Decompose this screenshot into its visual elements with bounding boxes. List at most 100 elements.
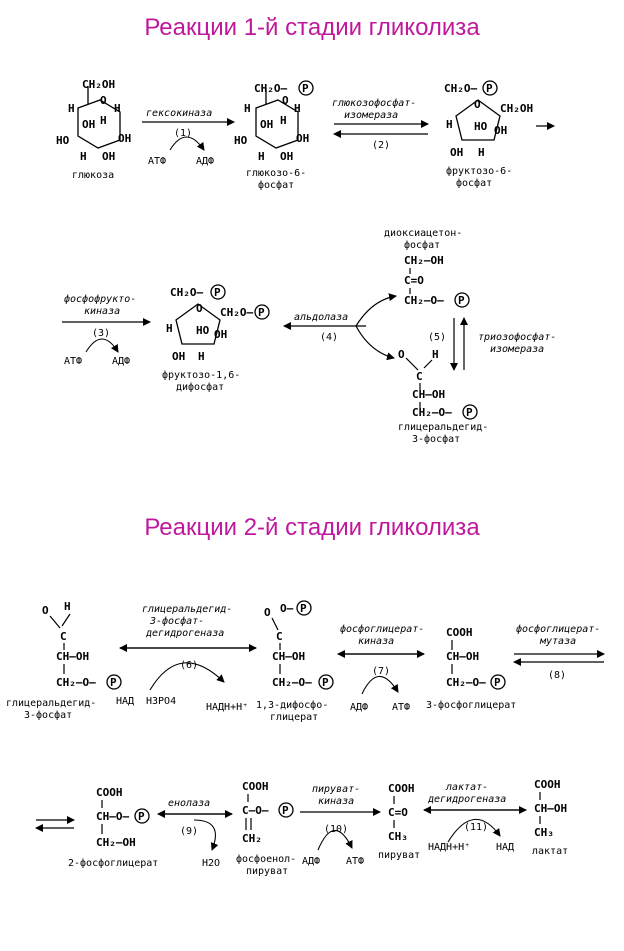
svg-text:HO: HO	[196, 324, 210, 337]
svg-text:CH—OH: CH—OH	[446, 650, 479, 663]
svg-text:HO: HO	[474, 120, 488, 133]
svg-text:COOH: COOH	[446, 626, 473, 639]
gapdh-label: глицеральдегид-	[142, 604, 232, 615]
triosephosphate-isomerase-label: триозофосфат-	[478, 331, 556, 343]
svg-text:P: P	[110, 676, 117, 689]
svg-text:COOH: COOH	[388, 782, 415, 795]
svg-text:H: H	[294, 102, 301, 115]
svg-text:H: H	[432, 348, 439, 361]
stage1-title: Реакции 1-й стадии гликолиза	[144, 14, 480, 41]
svg-text:C=O: C=O	[404, 274, 424, 287]
svg-text:(6): (6)	[180, 660, 198, 671]
svg-text:P: P	[486, 82, 493, 95]
svg-text:COOH: COOH	[534, 778, 561, 791]
svg-text:P: P	[458, 294, 465, 307]
svg-text:НАД: НАД	[496, 842, 514, 853]
svg-text:H: H	[64, 600, 71, 613]
svg-text:HO: HO	[234, 134, 248, 147]
g3p-stage2-label: глицеральдегид-	[6, 698, 96, 709]
pep-label: фосфоенол-	[236, 853, 296, 865]
svg-text:АДФ: АДФ	[350, 702, 368, 713]
svg-text:O: O	[196, 302, 203, 315]
svg-text:H: H	[80, 150, 87, 163]
svg-text:OH: OH	[172, 350, 185, 363]
svg-text:OH: OH	[280, 150, 293, 163]
svg-text:(9): (9)	[180, 826, 198, 837]
svg-text:H: H	[446, 118, 453, 131]
svg-text:АТФ: АТФ	[392, 702, 410, 713]
svg-text:P: P	[494, 676, 501, 689]
glucose-structure	[77, 86, 121, 149]
svg-text:CH₂—OH: CH₂—OH	[404, 254, 444, 267]
svg-text:НАДН+Н⁺: НАДН+Н⁺	[206, 702, 248, 713]
lactate-dehydrogenase-label: лактат-	[445, 782, 488, 793]
f16bp-label: фруктозо-1,6-	[162, 369, 240, 381]
svg-text:НАД: НАД	[116, 696, 134, 707]
svg-text:CH₂—O—: CH₂—O—	[412, 406, 452, 419]
svg-text:дегидрогеназа: дегидрогеназа	[145, 628, 224, 639]
svg-text:H: H	[280, 114, 287, 127]
svg-text:CH₂—OH: CH₂—OH	[96, 836, 136, 849]
svg-text:OH: OH	[82, 118, 95, 131]
svg-text:O: O	[474, 98, 481, 111]
svg-text:АТФ: АТФ	[148, 156, 166, 167]
svg-text:АТФ: АТФ	[64, 356, 82, 367]
svg-text:киназа: киназа	[84, 306, 120, 317]
svg-text:OH: OH	[260, 118, 273, 131]
svg-text:H: H	[100, 114, 107, 127]
svg-text:CH—OH: CH—OH	[412, 388, 445, 401]
svg-text:P: P	[302, 82, 309, 95]
svg-text:H: H	[114, 102, 121, 115]
svg-text:H: H	[244, 102, 251, 115]
phosphofructokinase-label: фосфофрукто-	[64, 293, 136, 305]
svg-text:пируват: пируват	[246, 866, 288, 877]
svg-text:CH₃: CH₃	[534, 826, 554, 839]
g3p-label: глицеральдегид-	[398, 422, 488, 433]
svg-text:H: H	[478, 146, 485, 159]
svg-text:CH₂: CH₂	[242, 832, 262, 845]
svg-text:P: P	[138, 810, 145, 823]
svg-text:CH₂—O—: CH₂—O—	[272, 676, 312, 689]
bpg-label: 1,3-дифосфо-	[256, 699, 328, 711]
pyruvate-label: пируват	[378, 850, 420, 861]
dhap-label: диоксиацетон-	[384, 228, 462, 239]
glucose-label: глюкоза	[72, 170, 114, 181]
svg-text:АТФ: АТФ	[346, 856, 364, 867]
glucose-6-phosphate-structure	[255, 80, 314, 149]
g6p-label: глюкозо-6-	[246, 168, 306, 179]
svg-text:H: H	[198, 350, 205, 363]
svg-text:H: H	[68, 102, 75, 115]
svg-text:3-фосфат: 3-фосфат	[412, 433, 460, 445]
svg-text:H: H	[166, 322, 173, 335]
svg-text:(4): (4)	[320, 332, 338, 343]
svg-text:OH: OH	[214, 328, 227, 341]
svg-text:(11): (11)	[464, 822, 488, 833]
svg-text:O: O	[282, 94, 289, 107]
svg-text:O: O	[100, 94, 107, 107]
phosphoglycerate-kinase-label: фосфоглицерат-	[340, 623, 424, 635]
svg-text:H2O: H2O	[202, 858, 220, 869]
svg-text:CH—OH: CH—OH	[272, 650, 305, 663]
svg-text:АДФ: АДФ	[196, 156, 214, 167]
svg-text:P: P	[282, 804, 289, 817]
svg-text:OH: OH	[118, 132, 131, 145]
fructose-1-6-diphosphate-structure	[175, 284, 270, 345]
svg-text:C=O: C=O	[388, 806, 408, 819]
svg-text:CH—O—: CH—O—	[96, 810, 129, 823]
svg-text:O: O	[42, 604, 49, 617]
phosphoglycerate-mutase-label: фосфоглицерат-	[516, 623, 600, 635]
aldolase-label: альдолаза	[294, 312, 348, 323]
svg-text:3-фосфат: 3-фосфат	[24, 709, 72, 721]
svg-text:OH: OH	[296, 132, 309, 145]
svg-text:АДФ: АДФ	[112, 356, 130, 367]
svg-text:CH₂OH: CH₂OH	[82, 78, 115, 91]
f6p-label: фруктозо-6-	[446, 165, 512, 177]
svg-text:CH₂O—: CH₂O—	[220, 306, 253, 319]
svg-text:3-фосфат-: 3-фосфат-	[149, 615, 204, 627]
svg-text:O—: O—	[280, 602, 294, 615]
svg-text:H3PO4: H3PO4	[146, 696, 176, 707]
svg-text:P: P	[300, 602, 307, 615]
svg-text:P: P	[322, 676, 329, 689]
lactate-label: лактат	[532, 846, 568, 857]
